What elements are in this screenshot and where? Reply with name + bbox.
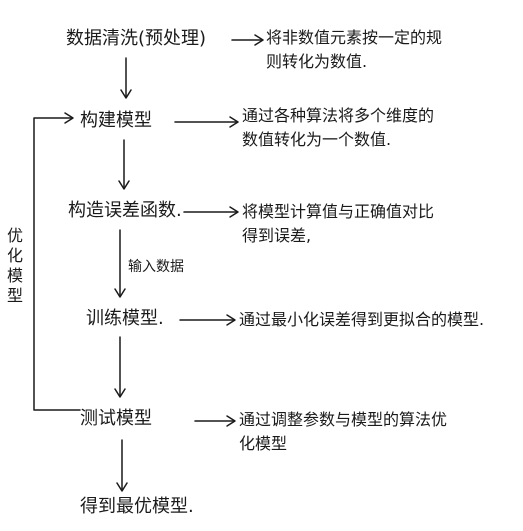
arrow-s3-to-d3 (183, 206, 239, 218)
description-line: 化模型 (239, 434, 288, 453)
step-build-model: 构建模型 (80, 110, 152, 131)
description-line: 通过各种算法将多个维度的 (242, 106, 435, 125)
step-data-cleaning: 数据清洗(预处理) (66, 28, 207, 49)
step-construct-error-function: 构造误差函数. (68, 200, 182, 221)
arrow-s5-to-d5 (194, 415, 236, 427)
arrow-s2-to-d2 (174, 116, 239, 128)
step-optimal-model: 得到最优模型. (80, 496, 194, 517)
description-build-model: 通过各种算法将多个维度的 数值转化为一个数值. (242, 104, 434, 152)
description-line: 将模型计算值与正确值对比 (242, 202, 435, 221)
arrow-s2-to-s3 (118, 139, 130, 190)
arrow-s3-to-s4 (114, 229, 126, 298)
description-line: 通过最小化误差得到更拟合的模型. (239, 310, 485, 329)
description-line: 通过调整参数与模型的算法优 (239, 410, 448, 429)
input-data-annotation: 输入数据 (128, 259, 184, 275)
optimize-model-annotation: 优化模型 (6, 226, 23, 305)
arrow-s4-to-d4 (179, 314, 236, 326)
step-train-model: 训练模型. (86, 308, 164, 329)
arrow-s1-to-d1 (231, 34, 264, 46)
arrow-s5-to-s6 (116, 439, 128, 492)
description-line: 数值转化为一个数值. (242, 130, 392, 149)
arrow-optimize-loop (33, 112, 81, 411)
step-test-model: 测试模型 (80, 408, 152, 429)
description-data-cleaning: 将非数值元素按一定的规 则转化为数值. (266, 26, 442, 74)
arrow-s4-to-s5 (114, 336, 126, 398)
description-line: 得到误差, (242, 226, 312, 245)
description-train-model: 通过最小化误差得到更拟合的模型. (239, 308, 484, 332)
description-test-model: 通过调整参数与模型的算法优 化模型 (239, 408, 447, 456)
description-line: 则转化为数值. (266, 52, 368, 71)
arrow-s1-to-s2 (120, 57, 132, 99)
description-line: 将非数值元素按一定的规 (266, 28, 443, 47)
description-construct-error-function: 将模型计算值与正确值对比 得到误差, (242, 200, 434, 248)
